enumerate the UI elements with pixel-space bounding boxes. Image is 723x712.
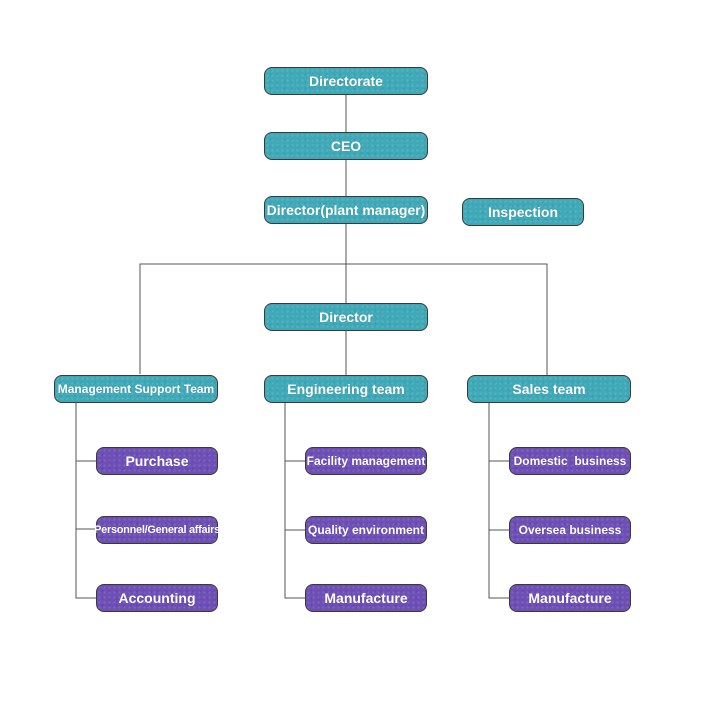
node-director: Director: [264, 303, 428, 331]
node-purchase: Purchase: [96, 447, 218, 475]
node-sales-team: Sales team: [467, 375, 631, 403]
connector-horizontal-bar: [139, 263, 548, 375]
connector-mgmt-branch: [75, 402, 97, 599]
node-quality-environment: Quality environment: [305, 516, 427, 544]
connector-eng-branch: [284, 402, 306, 599]
connector-sales-branch: [488, 402, 510, 599]
node-inspection: Inspection: [462, 198, 584, 226]
node-plant-director: Director(plant manager): [264, 196, 428, 224]
node-sales-manufacture: Manufacture: [509, 584, 631, 612]
node-accounting: Accounting: [96, 584, 218, 612]
node-ceo: CEO: [264, 132, 428, 160]
node-facility-management: Facility management: [305, 447, 427, 475]
node-oversea-business: Oversea business: [509, 516, 631, 544]
node-personnel-general-affairs: Personnel/General affairs: [94, 516, 220, 544]
node-management-support-team: Management Support Team: [54, 375, 218, 403]
node-directorate: Directorate: [264, 67, 428, 95]
node-engineering-team: Engineering team: [264, 375, 428, 403]
node-domestic-business: Domestic business: [509, 447, 631, 475]
node-eng-manufacture: Manufacture: [305, 584, 427, 612]
